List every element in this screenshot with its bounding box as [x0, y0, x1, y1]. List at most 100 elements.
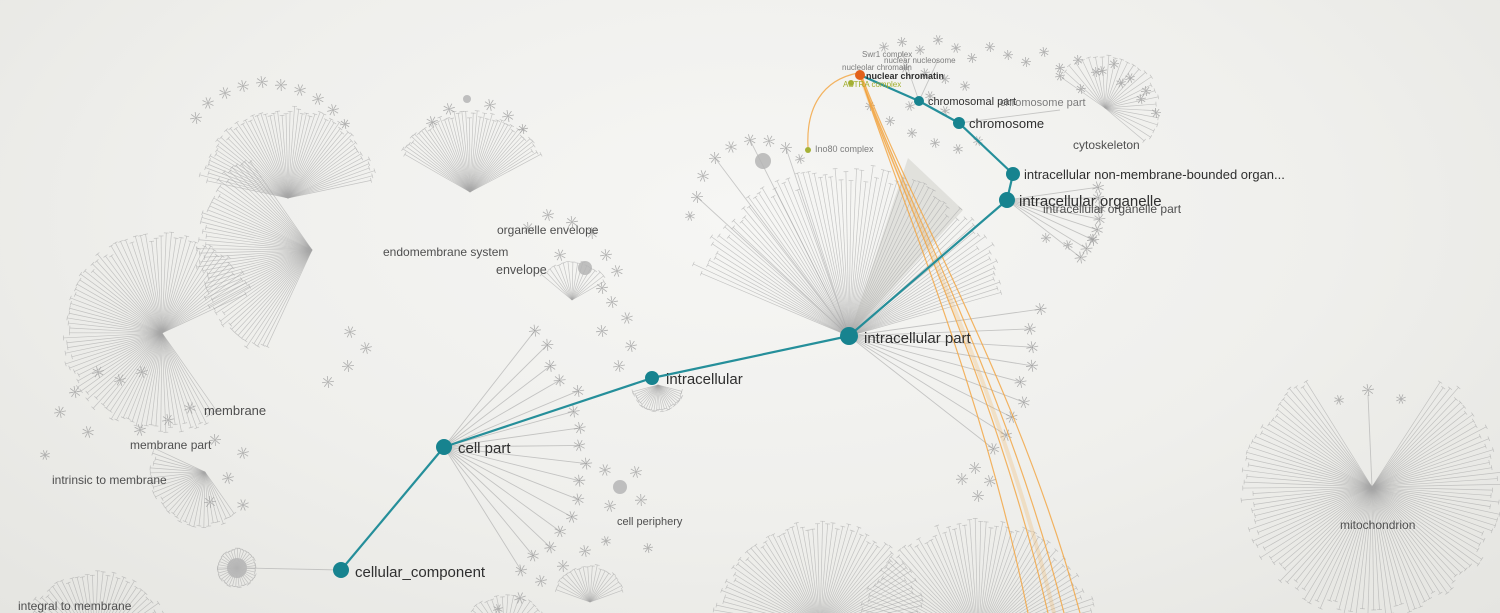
leaf-rosette — [1087, 234, 1097, 244]
leaf-rosette — [344, 326, 356, 338]
leaf-rosette — [553, 374, 566, 387]
highlighted-leaf-dot[interactable] — [805, 147, 811, 153]
fan-cluster — [712, 520, 924, 613]
graph-node-chromosome[interactable] — [953, 117, 965, 129]
node-label-intracellular[interactable]: intracellular — [666, 371, 743, 388]
leaf-rosette — [596, 325, 608, 337]
leaf-rosette — [527, 549, 539, 562]
leaf-rosette — [573, 474, 586, 487]
fan-cluster — [1240, 379, 1500, 613]
fan-cluster — [63, 231, 252, 433]
term-label[interactable]: mitochondrion — [1340, 518, 1415, 532]
term-label[interactable]: ASTRA complex — [843, 80, 901, 89]
leaf-rosette — [630, 466, 642, 478]
leaf-rosette — [136, 366, 148, 378]
leaf-rosettes — [40, 35, 1406, 613]
leaf-rosette — [725, 141, 737, 153]
leaf-rosette — [1055, 63, 1065, 73]
leaf-rosette — [1116, 78, 1126, 88]
orange-edge — [861, 76, 1081, 613]
selected-path-edge — [859, 73, 920, 103]
term-label[interactable]: endomembrane system — [383, 245, 508, 259]
leaf-rosette — [542, 209, 554, 221]
leaf-rosette — [1097, 66, 1107, 76]
graph-node-chromatin[interactable] — [855, 70, 865, 80]
leaf-rosette — [541, 338, 554, 351]
leaf-rosette — [971, 489, 985, 503]
leaf-rosette — [203, 495, 217, 509]
highlighted-leaf-dot[interactable] — [848, 80, 854, 86]
node-label-cellular_component[interactable]: cellular_component — [355, 564, 486, 581]
term-label[interactable]: nucleolar chromatin — [842, 63, 912, 72]
leaf-rosette — [1125, 73, 1135, 83]
leaf-rosette — [1002, 49, 1014, 61]
node-label-cell_part[interactable]: cell part — [458, 440, 511, 457]
leaf-rosette — [554, 249, 566, 261]
leaf-rosette — [690, 190, 704, 204]
connector-line — [901, 51, 920, 102]
leaf-rosette — [1093, 213, 1106, 226]
term-label[interactable]: intrinsic to membrane — [52, 473, 167, 487]
leaf-rosette — [567, 405, 580, 418]
node-label-chromosome[interactable]: chromosome — [969, 116, 1044, 131]
term-label[interactable]: cytoskeleton — [1073, 138, 1140, 152]
leaf-rosette — [779, 141, 793, 155]
leaf-rosette — [554, 525, 566, 538]
leaf-rosette — [556, 559, 570, 573]
leaf-rosette — [1136, 94, 1146, 104]
graph-node-intracellular[interactable] — [645, 371, 659, 385]
leaf-rosette — [1092, 181, 1104, 194]
leaf-rosette — [1014, 375, 1027, 388]
leaf-rosette — [535, 575, 547, 587]
leaf-rosette — [1092, 191, 1105, 204]
node-label-intracellular_part[interactable]: intracellular part — [864, 330, 972, 347]
fan-cluster — [631, 384, 684, 413]
leaf-rosette — [1074, 251, 1087, 264]
node-label-non_membrane_bounded[interactable]: intracellular non-membrane-bounded organ… — [1024, 167, 1285, 182]
term-label[interactable]: organelle envelope — [497, 223, 599, 237]
term-label[interactable]: intracellular organelle part — [1043, 202, 1182, 216]
leaf-dot — [755, 153, 771, 169]
leaf-rosette — [1150, 107, 1162, 119]
node-label-intracellular_organelle[interactable]: intracellular organelle — [1019, 193, 1162, 210]
graph-node-non_membrane_bounded[interactable] — [1006, 167, 1020, 181]
leaf-rosette — [987, 442, 1000, 455]
selected-path-edges — [340, 73, 1015, 571]
leaf-rosette — [606, 296, 618, 308]
term-label[interactable]: nuclear nucleosome — [884, 56, 956, 65]
leaf-dot — [463, 95, 471, 103]
term-label[interactable]: envelope — [496, 263, 547, 277]
graph-node-cellular_component[interactable] — [333, 562, 349, 578]
leaf-rosette — [697, 170, 709, 182]
node-label-chromosomal_part[interactable]: chromosomal part — [928, 96, 1016, 108]
orange-edge — [859, 74, 1065, 613]
term-label[interactable]: membrane — [204, 403, 266, 418]
graph-node-chromosomal_part[interactable] — [914, 96, 924, 106]
graph-node-cell_part[interactable] — [436, 439, 452, 455]
term-label[interactable]: nuclear chromatin — [866, 71, 944, 81]
term-label[interactable]: cell periphery — [617, 516, 683, 528]
leaf-rosette — [585, 226, 599, 240]
leaf-rosette — [1362, 384, 1374, 396]
term-label[interactable]: chromosome part — [1000, 97, 1086, 109]
leaf-rosette — [596, 282, 608, 294]
leaf-rosette — [1072, 54, 1084, 66]
term-label[interactable]: membrane part — [130, 438, 212, 452]
leaf-rosette — [566, 216, 578, 228]
leaf-rosette — [40, 450, 50, 460]
highlight-wedges — [849, 158, 963, 336]
selected-path-edge — [443, 376, 653, 449]
graph-node-intracellular_organelle[interactable] — [999, 192, 1015, 208]
leaf-rosette — [341, 359, 355, 373]
leaf-rosette — [1026, 341, 1039, 354]
leaf-rosette — [312, 93, 324, 105]
graph-node-intracellular_part[interactable] — [840, 327, 858, 345]
leaf-rosette — [621, 312, 633, 324]
term-label[interactable]: integral to membrane — [18, 599, 132, 613]
term-label[interactable]: Swr1 complex — [862, 50, 912, 59]
term-label[interactable]: Ino80 complex — [815, 144, 874, 154]
leaf-rosette — [953, 144, 963, 154]
leaf-rosette — [544, 541, 557, 554]
